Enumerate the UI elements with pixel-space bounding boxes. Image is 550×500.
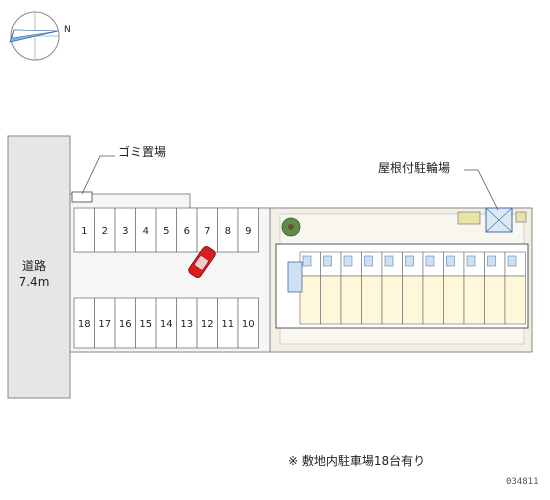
parking-space-13-number: 13	[180, 319, 193, 330]
parking-space-14-number: 14	[160, 319, 173, 330]
entrance-stair	[287, 261, 303, 293]
garbage-area	[71, 191, 93, 203]
unit-room	[504, 275, 526, 325]
unit-bath	[405, 255, 414, 267]
parking-space-8-number: 8	[225, 226, 231, 237]
parking-space-11-number: 11	[221, 319, 234, 330]
unit-bath	[425, 255, 435, 267]
unit-bath	[384, 255, 394, 267]
parking-space-15-number: 15	[139, 319, 152, 330]
bicycle-leader-line	[464, 169, 499, 211]
parking-space-10	[237, 297, 259, 349]
unit-bath	[466, 255, 476, 267]
unit-bath	[507, 255, 517, 267]
parking-space-5-number: 5	[163, 226, 169, 237]
unit-bath	[364, 255, 373, 267]
unit-bath	[446, 255, 455, 267]
bicycle-parking-label: 屋根付駐輪場	[378, 161, 451, 175]
unit-bath	[343, 255, 353, 267]
road-width: 7.4m	[18, 275, 50, 289]
road-name: 道路	[21, 259, 46, 273]
parking-space-9	[237, 207, 259, 253]
garbage-leader-line	[81, 155, 115, 195]
storage-box	[457, 211, 481, 225]
unit-room	[463, 275, 485, 325]
parking-space-16-number: 16	[119, 319, 132, 330]
parking-note: ※ 敷地内駐車場18台有り	[288, 454, 426, 468]
unit-bath	[302, 255, 312, 267]
car-icon	[188, 246, 216, 278]
parking-space-6-number: 6	[184, 226, 190, 237]
compass-icon	[9, 11, 60, 61]
unit-bath	[487, 255, 496, 267]
unit-room	[340, 275, 362, 325]
unit-bath	[323, 255, 332, 267]
parking-space-12-number: 12	[201, 319, 214, 330]
parking-space-17-number: 17	[98, 319, 111, 330]
unit-room	[402, 275, 424, 325]
parking-space-1-number: 1	[81, 226, 87, 237]
small-box	[515, 211, 527, 223]
parking-space-2-number: 2	[102, 226, 108, 237]
compass-north-label: N	[64, 25, 71, 35]
unit-room	[422, 275, 444, 325]
parking-space-4-number: 4	[143, 226, 149, 237]
unit-room	[320, 275, 342, 325]
unit-room	[443, 275, 465, 325]
parking-space-7-number: 7	[204, 226, 210, 237]
property-code: 034811	[506, 477, 539, 487]
parking-bottom-row: 18 17 16 15 14 13 12 11 10	[73, 297, 259, 349]
parking-space-18-number: 18	[78, 319, 91, 330]
garbage-label: ゴミ置場	[118, 145, 167, 159]
tree-icon	[281, 217, 301, 237]
unit-room	[484, 275, 506, 325]
unit-room	[381, 275, 403, 325]
parking-top-row: 1 2 3 4 5 6 7 8 9	[73, 207, 259, 253]
unit-room	[361, 275, 383, 325]
road-area	[7, 135, 71, 399]
parking-space-10-number: 10	[242, 319, 255, 330]
unit-room	[299, 275, 321, 325]
parking-space-9-number: 9	[245, 226, 251, 237]
parking-space-3-number: 3	[122, 226, 128, 237]
road-label: 道路 7.4m	[8, 258, 60, 290]
apartment-units	[299, 251, 526, 325]
